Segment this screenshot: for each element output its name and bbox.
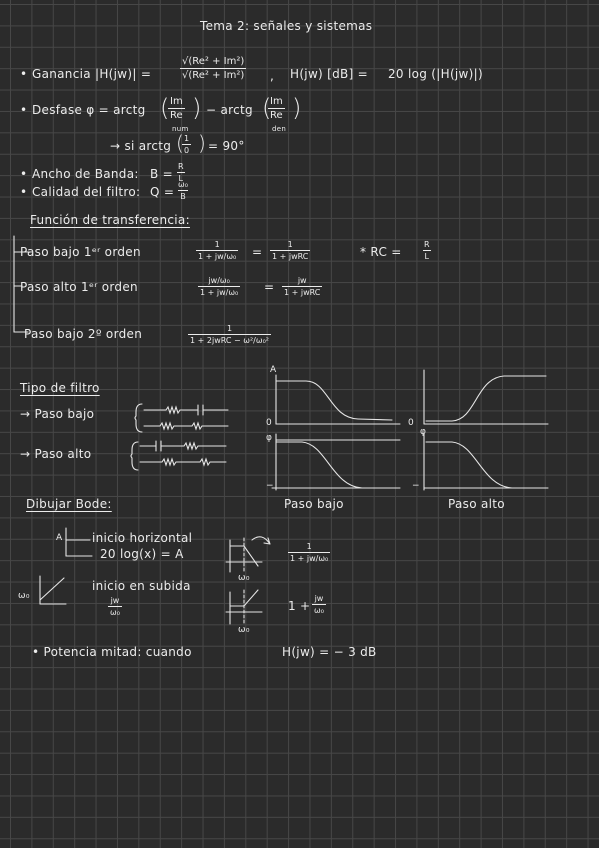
filter-circuits: [130, 403, 229, 471]
low2-den: 1 + 2jwRC − ω²/ω₀²: [188, 334, 271, 345]
bode-frac-den: ω₀: [108, 606, 122, 617]
graph-low-zero: 0: [266, 418, 273, 428]
graph-high-zero: 0: [408, 418, 415, 428]
bandwidth-expr: B =: [150, 167, 174, 181]
bode-result-2: jw ω₀: [312, 594, 326, 615]
phase-f1-den: Re: [168, 108, 185, 121]
bode-plot1-w0: ω₀: [238, 573, 250, 583]
filter-high-label: → Paso alto: [20, 447, 92, 461]
bode-plot2-w0: ω₀: [238, 625, 250, 635]
caption-high: Paso alto: [448, 497, 505, 511]
low1-f2-num: 1: [287, 240, 293, 249]
phase-note-fraction: 1 0: [182, 134, 192, 155]
graph-high-phi: φ: [420, 427, 427, 437]
bode-fraction: jw ω₀: [108, 596, 122, 617]
gain-num: √(Re² + Im²): [182, 56, 245, 67]
gain-db-expr: 20 log (|H(jw)|): [388, 67, 483, 81]
low1-f1-den: 1 + jw/ω₀: [196, 250, 239, 261]
low2-num: 1: [226, 324, 233, 333]
high1-f1-den: 1 + jw/ω₀: [198, 286, 241, 297]
bode-frac-num: jw: [110, 596, 120, 605]
graph-high-minus: −: [412, 481, 420, 491]
bandwidth-fraction: R L: [176, 162, 186, 183]
bandwidth-num: R: [178, 162, 184, 171]
gain-db-label: H(jw) [dB] =: [290, 67, 369, 81]
caption-low: Paso bajo: [284, 497, 344, 511]
bode-a-label: A: [56, 533, 63, 543]
phase-sub-den: den: [272, 125, 287, 133]
graph-low-a-label: A: [270, 365, 277, 375]
bullet-q: •: [20, 185, 28, 199]
bode-w0-label: ω₀: [18, 591, 30, 601]
high1-fraction-1: jw/ω₀ 1 + jw/ω₀: [198, 276, 241, 297]
bode-r2-den: ω₀: [312, 604, 326, 615]
page-title: Tema 2: señales y sistemas: [200, 19, 373, 33]
power-expr: H(jw) = − 3 dB: [282, 645, 377, 659]
quality-expr: Q =: [150, 185, 175, 199]
phase-minus: − arctg: [206, 103, 253, 117]
gain-label: Ganancia |H(jw)| =: [32, 67, 152, 81]
power-label: • Potencia mitad: cuando: [32, 645, 192, 659]
low1-f1-num: 1: [214, 240, 220, 249]
low1-f2-den: 1 + jwRC: [270, 250, 311, 261]
bode-r2-num: jw: [314, 594, 324, 603]
high1-eq: =: [264, 280, 275, 294]
phase-note-den: 0: [182, 144, 192, 155]
high1-f1-num: jw/ω₀: [208, 276, 230, 285]
filter-heading: Tipo de filtro: [20, 381, 100, 395]
phase-note-num: 1: [184, 134, 190, 143]
bode-heading: Dibujar Bode:: [26, 497, 112, 511]
filter-graphs: [271, 369, 549, 491]
phase-fraction-2: Im Re: [268, 96, 285, 121]
rc-note: * RC =: [360, 245, 402, 259]
phase-note: → si arctg: [110, 139, 172, 153]
bullet-bw: •: [20, 167, 28, 181]
quality-num: ω₀: [178, 180, 188, 189]
transfer-bracket: [13, 235, 31, 333]
graph-low-phi: φ: [266, 433, 273, 443]
bode-line2: 20 log(x) = A: [100, 547, 184, 561]
rc-num: R: [424, 240, 430, 249]
high1-label: Paso alto 1ᵉʳ orden: [20, 280, 138, 294]
bode-line1: inicio horizontal: [92, 531, 193, 545]
low1-fraction-2: 1 1 + jwRC: [270, 240, 311, 261]
bullet-gain: •: [20, 67, 28, 81]
rc-den: L: [422, 250, 432, 261]
low1-label: Paso bajo 1ᵉʳ orden: [20, 245, 141, 259]
gain-fraction: √(Re² + Im²) √(Re² + Im²): [180, 56, 247, 81]
bode-line3: inicio en subida: [92, 579, 191, 593]
phase-fraction-1: Im Re: [168, 96, 185, 121]
high1-f2-den: 1 + jwRC: [282, 286, 323, 297]
bandwidth-label: Ancho de Banda:: [32, 167, 139, 181]
bode-r1-den: 1 + jw/ω₀: [288, 552, 331, 563]
low1-fraction-1: 1 1 + jw/ω₀: [196, 240, 239, 261]
quality-den: B: [178, 190, 188, 201]
bandwidth-den: L: [176, 172, 186, 183]
phase-f2-den: Re: [268, 108, 285, 121]
bode-result-2-pre: 1 +: [288, 599, 311, 613]
graph-low-minus: −: [266, 481, 274, 491]
phase-sub-num: num: [172, 125, 189, 133]
transfer-heading: Función de transferencia:: [30, 213, 190, 227]
rc-fraction: R L: [422, 240, 432, 261]
gain-den: √(Re² + Im²): [180, 68, 247, 81]
bode-r1-num: 1: [306, 542, 312, 551]
phase-note-value: = 90°: [208, 139, 245, 153]
phase-f1-num: Im: [170, 96, 183, 107]
bode-sketches: [39, 527, 271, 625]
bode-result-1: 1 1 + jw/ω₀: [288, 542, 331, 563]
low1-eq: =: [252, 245, 263, 259]
bullet-phase: •: [20, 103, 28, 117]
filter-low-label: → Paso bajo: [20, 407, 95, 421]
high1-f2-num: jw: [297, 276, 307, 285]
quality-label: Calidad del filtro:: [32, 185, 141, 199]
phase-f2-num: Im: [270, 96, 283, 107]
high1-fraction-2: jw 1 + jwRC: [282, 276, 323, 297]
low2-fraction: 1 1 + 2jwRC − ω²/ω₀²: [188, 324, 271, 345]
quality-fraction: ω₀ B: [176, 180, 190, 201]
phase-label: Desfase φ = arctg: [32, 103, 146, 117]
low2-label: Paso bajo 2º orden: [24, 327, 143, 341]
comma: ,: [270, 69, 275, 83]
